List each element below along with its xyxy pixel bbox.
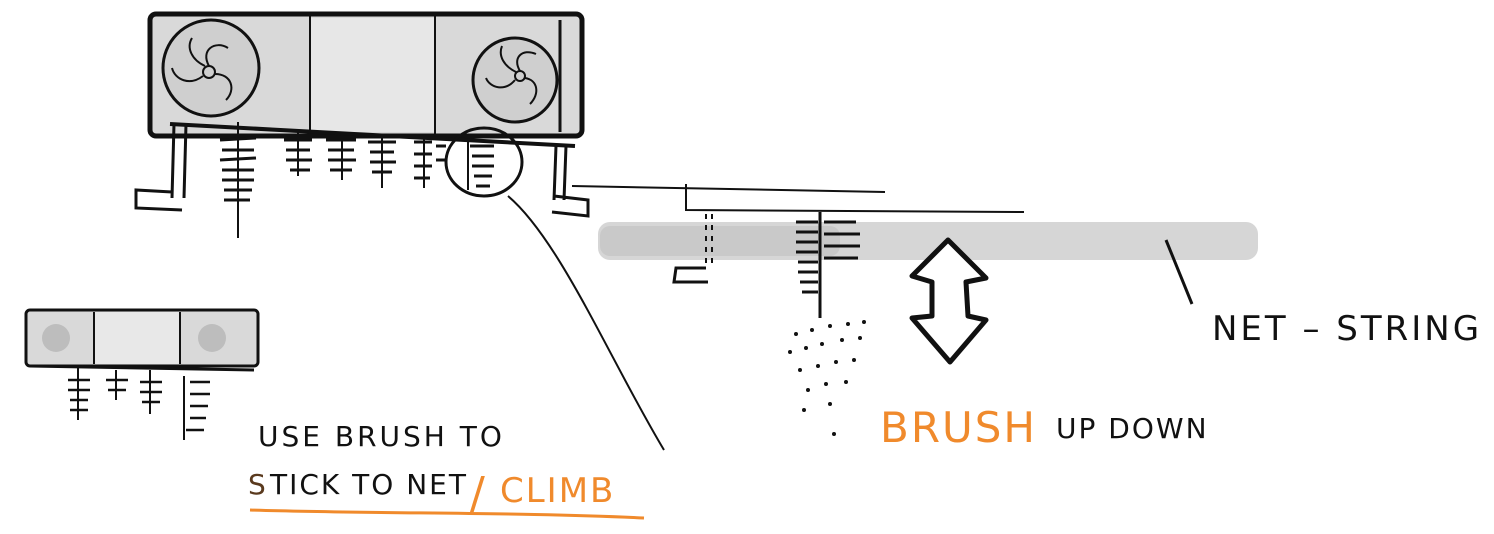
climb-label: CLIMB xyxy=(500,471,615,511)
net-detail xyxy=(572,184,1258,436)
stick-prefix-label: S xyxy=(248,468,268,501)
use-brush-to-label: USE BRUSH TO xyxy=(258,420,505,453)
climb-underline xyxy=(250,510,644,518)
robot-small xyxy=(26,310,258,440)
slash-label: / xyxy=(470,468,485,519)
brush-label: BRUSH xyxy=(880,403,1037,452)
fan-small-left-icon xyxy=(42,324,70,352)
leg-right xyxy=(552,146,588,216)
brush-motion-dots xyxy=(788,320,866,436)
fan-left-icon xyxy=(163,20,259,116)
fan-small-right-icon xyxy=(198,324,226,352)
brush-row-main xyxy=(220,122,446,238)
up-down-label: UP DOWN xyxy=(1056,412,1209,445)
fan-right-icon xyxy=(473,38,557,122)
stick-to-net-label: TICK TO NET xyxy=(269,468,468,501)
robot-main xyxy=(136,14,664,450)
robot-center-panel xyxy=(310,18,435,132)
brush-row-small xyxy=(68,368,210,440)
net-string-label: NET – STRING xyxy=(1212,309,1482,349)
